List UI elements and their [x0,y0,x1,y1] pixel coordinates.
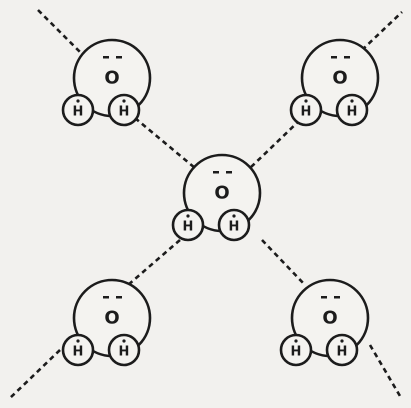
water-molecule-top-right: O H H [289,38,380,127]
charge-dot [304,99,308,103]
hydrogen-bond [134,117,196,169]
lone-pair-mark [116,56,122,59]
hydrogen-atom [107,333,141,367]
water-molecule-bottom-left: O H H [61,278,152,367]
oxygen-label: O [104,68,119,89]
hydrogen-atom [325,333,359,367]
charge-dot [186,214,190,218]
lone-pair-mark [103,56,109,59]
lone-pair-mark [226,171,232,174]
lone-pair-mark [321,296,327,299]
hydrogen-atom [335,93,369,127]
lone-pair-mark [331,56,337,59]
hydrogen-bond [361,11,403,51]
hydrogen-bond [9,349,61,399]
hydrogen-label: H [183,220,194,235]
hydrogen-atom [279,333,313,367]
hydrogen-label: H [291,345,302,360]
hydrogen-atom [171,208,205,242]
hydrogen-label: H [347,105,358,120]
lone-pair-mark [116,296,122,299]
hydrogen-label: H [301,105,312,120]
hydrogen-bonds [9,9,403,399]
water-molecule-center: O H H [171,153,262,242]
lone-pair-mark [103,296,109,299]
charge-dot [122,339,126,343]
hydrogen-atom [61,93,95,127]
charge-dot [76,339,80,343]
lone-pair-mark [213,171,219,174]
hydrogen-bond [368,344,402,397]
hydrogen-bond [37,9,81,53]
hydrogen-label: H [229,220,240,235]
water-molecules: O H H O H H O H H O H H O H H [61,38,380,367]
oxygen-label: O [322,308,337,329]
hydrogen-label: H [73,105,84,120]
lone-pair-mark [334,296,340,299]
charge-dot [76,99,80,103]
hydrogen-label: H [73,345,84,360]
hydrogen-atom [107,93,141,127]
charge-dot [340,339,344,343]
water-molecule-bottom-right: O H H [279,278,370,367]
charge-dot [350,99,354,103]
hydrogen-bond [127,239,181,286]
oxygen-label: O [332,68,347,89]
hydrogen-atom [61,333,95,367]
hydrogen-label: H [119,345,130,360]
hydrogen-label: H [119,105,130,120]
oxygen-label: O [104,308,119,329]
lone-pair-mark [344,56,350,59]
hydrogen-bond [249,119,301,169]
hydrogen-label: H [337,345,348,360]
oxygen-label: O [214,183,229,204]
charge-dot [122,99,126,103]
water-molecule-top-left: O H H [61,38,152,127]
hydrogen-atom [289,93,323,127]
hydrogen-bond [261,239,306,286]
hydrogen-atom [217,208,251,242]
charge-dot [294,339,298,343]
charge-dot [232,214,236,218]
